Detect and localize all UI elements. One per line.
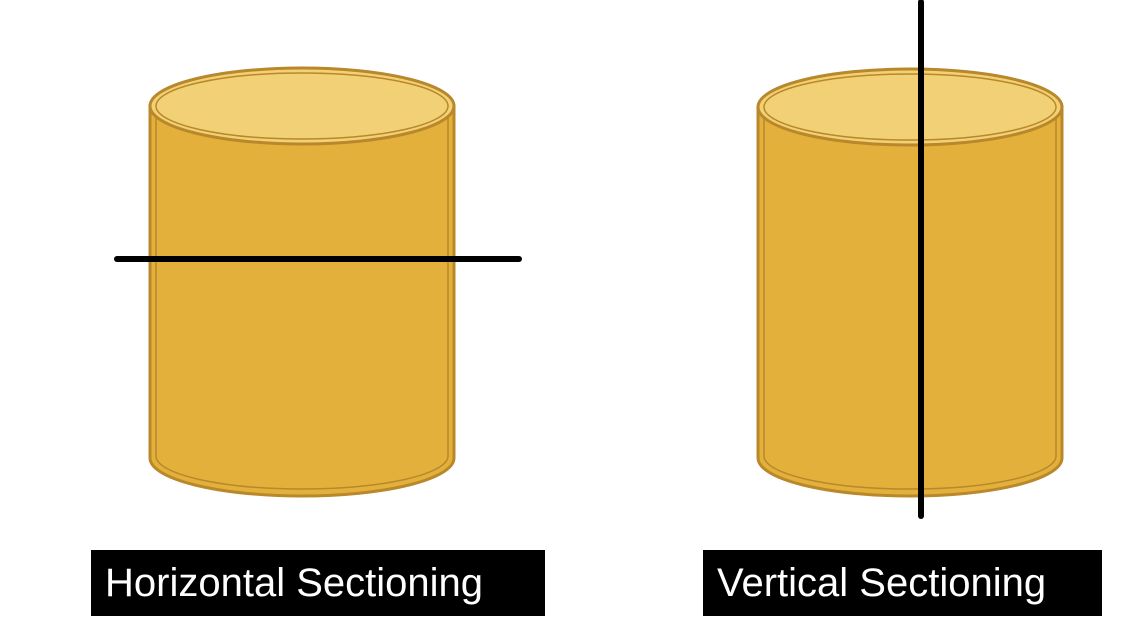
cylinder-vertical-inner-rim [763,111,1057,490]
cylinder-horizontal-inner-rim [155,110,449,490]
cylinder-vertical [756,67,1064,498]
cylinder-vertical-top-inner-rim [763,73,1057,141]
cylinder-vertical-top [756,67,1064,147]
caption-vertical-sectioning: Vertical Sectioning [703,550,1102,616]
cylinder-vertical-body [756,105,1064,498]
cylinder-horizontal-top-inner-rim [155,72,449,140]
caption-horizontal-sectioning: Horizontal Sectioning [91,550,545,616]
cylinder-horizontal-body [148,104,456,498]
cylinder-horizontal [148,66,456,498]
cylinder-horizontal-top [148,66,456,146]
